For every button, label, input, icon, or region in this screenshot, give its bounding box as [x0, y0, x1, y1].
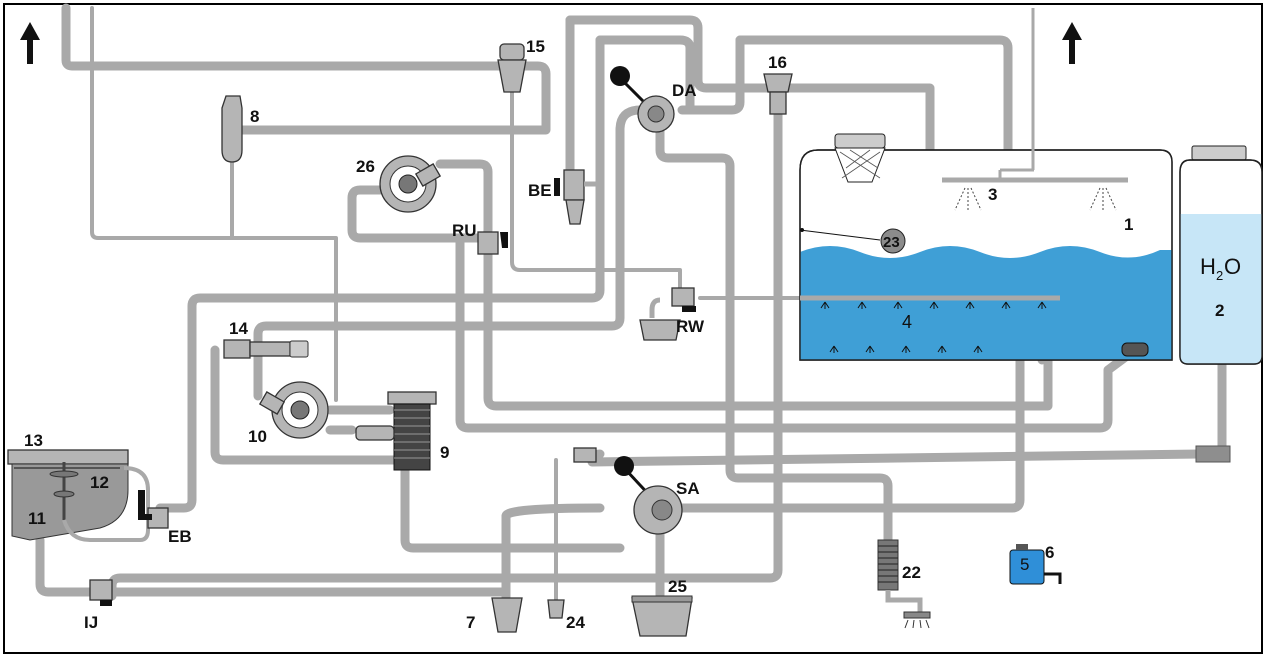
- filter-8: [221, 95, 243, 163]
- valve-BE: [554, 169, 596, 225]
- label-DA: DA: [672, 81, 697, 100]
- valve-DA: [610, 66, 675, 133]
- label-12: 12: [90, 473, 109, 492]
- up-arrow-icon: [1062, 22, 1082, 64]
- valve-16: [763, 73, 793, 115]
- hose-reel: [877, 539, 931, 629]
- induction-hopper: [7, 449, 150, 542]
- label-RW: RW: [676, 317, 705, 336]
- label-h2o-sub: 2: [1216, 268, 1223, 283]
- pump-26: [379, 155, 442, 213]
- up-arrow-icon: [20, 22, 40, 64]
- label-h2o-h: H: [1200, 254, 1216, 279]
- hand-wash-tank: [1009, 544, 1062, 585]
- label-13: 13: [24, 431, 43, 450]
- label-16: 16: [768, 53, 787, 72]
- label-EB: EB: [168, 527, 192, 546]
- label-2: 2: [1215, 301, 1224, 320]
- bucket-25: [631, 595, 693, 637]
- valve-SA: [614, 456, 683, 535]
- label-6: 6: [1045, 543, 1054, 562]
- label-25: 25: [668, 577, 687, 596]
- label-7: 7: [466, 613, 475, 632]
- main-tank: [799, 8, 1173, 361]
- label-5: 5: [1020, 555, 1029, 574]
- diagram-labels: 1 2 H 2 O 3 4 5 6 7 8 9 10 11 12 13 14 1…: [24, 37, 1241, 632]
- drain-24: [547, 447, 597, 619]
- valve-15: [497, 43, 527, 93]
- label-SA: SA: [676, 479, 700, 498]
- label-4: 4: [902, 312, 912, 332]
- valve-IJ: [89, 579, 113, 606]
- outlet-7: [491, 597, 523, 633]
- pump-10: [258, 381, 329, 439]
- filter-9: [355, 391, 437, 471]
- label-h2o-o: O: [1224, 254, 1241, 279]
- label-22: 22: [902, 563, 921, 582]
- label-3: 3: [988, 185, 997, 204]
- label-23: 23: [883, 234, 900, 251]
- clean-water-tank: [1179, 145, 1263, 463]
- valve-RU: [477, 231, 508, 255]
- valve-RW: [639, 287, 696, 341]
- label-10: 10: [248, 427, 267, 446]
- label-26: 26: [356, 157, 375, 176]
- label-15: 15: [526, 37, 545, 56]
- label-BE: BE: [528, 181, 552, 200]
- label-9: 9: [440, 443, 449, 462]
- label-RU: RU: [452, 221, 477, 240]
- label-1: 1: [1124, 215, 1133, 234]
- label-11: 11: [28, 509, 46, 528]
- label-IJ: IJ: [84, 613, 98, 632]
- label-24: 24: [566, 613, 585, 632]
- valve-EB: [138, 490, 169, 529]
- pipe-network: [35, 3, 1227, 605]
- label-14: 14: [229, 319, 248, 338]
- label-8: 8: [250, 107, 259, 126]
- valve-14: [223, 339, 309, 359]
